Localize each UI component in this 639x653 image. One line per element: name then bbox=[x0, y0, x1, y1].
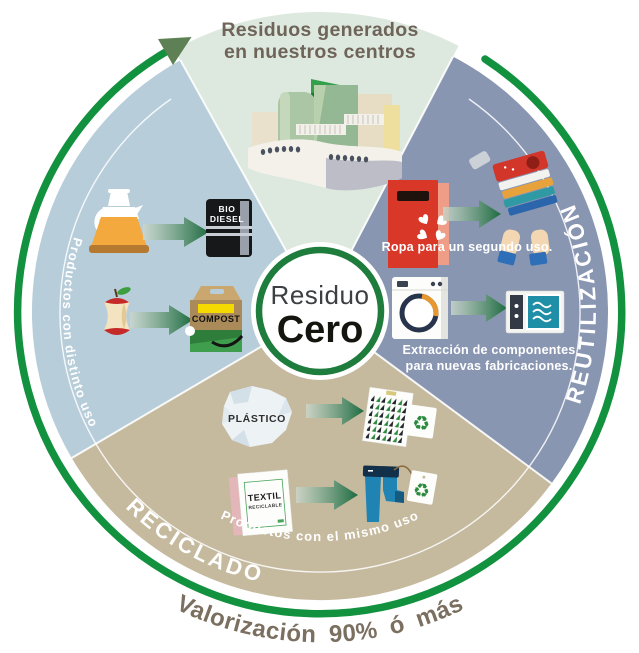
arrow-textile-to-jeans bbox=[296, 480, 358, 510]
arrow-machine-to-microwave bbox=[451, 294, 507, 322]
right-section: Ropa para un segundo uso. Extracción d bbox=[382, 150, 598, 407]
oil-jug-icon bbox=[89, 189, 149, 253]
washing-machine-icon bbox=[392, 277, 448, 339]
badge-line2: Cero bbox=[277, 309, 364, 351]
biodiesel-barrel-icon: BIO DIESEL bbox=[206, 199, 252, 257]
biodiesel-label-line1: BIO bbox=[219, 204, 236, 214]
apple-core-icon bbox=[104, 287, 131, 335]
donation-box-icon bbox=[388, 180, 449, 268]
extraccion-caption-line2: para nuevas fabricaciones. bbox=[406, 359, 573, 373]
ring-arrowhead-icon bbox=[158, 37, 192, 65]
arrow-plastic-to-hangers bbox=[306, 397, 364, 425]
extraccion-caption-line1: Extracción de componentes bbox=[403, 343, 576, 357]
store-building-icon bbox=[248, 79, 402, 191]
center-badge: Residuo Cero bbox=[251, 242, 389, 380]
top-title-line2: en nuestros centros bbox=[224, 41, 416, 63]
folded-clothes-icon bbox=[469, 150, 558, 266]
biodiesel-label-line2: DIESEL bbox=[210, 214, 244, 224]
compost-bag-icon: COMPOST bbox=[185, 286, 244, 352]
textile-label-line1: TEXTIL bbox=[247, 490, 281, 503]
top-section: Residuos generados en nuestros centros bbox=[221, 19, 418, 191]
recycle-tag-icon: ♻ bbox=[406, 470, 438, 505]
jeans-icon bbox=[362, 465, 413, 522]
recycle-tag-icon: ♻ bbox=[406, 404, 437, 439]
cycle-ring bbox=[13, 37, 626, 618]
plastic-label: PLÁSTICO bbox=[228, 412, 286, 425]
textile-label-line2: RECICLABLE bbox=[248, 502, 283, 511]
microwave-icon bbox=[505, 290, 565, 334]
hanger-sheet-icon bbox=[362, 386, 414, 448]
wedges bbox=[31, 12, 609, 601]
badge-line1: Residuo bbox=[271, 280, 370, 310]
wedge-bottom bbox=[71, 312, 552, 601]
ring-arc bbox=[13, 46, 626, 618]
compost-label: COMPOST bbox=[192, 314, 240, 324]
hands-icon bbox=[497, 229, 550, 266]
recycle-symbol: ♻ bbox=[411, 479, 432, 504]
arrow-apple-to-compost bbox=[130, 305, 193, 335]
plastic-bag-icon: PLÁSTICO bbox=[222, 386, 292, 447]
inner-band-arc bbox=[59, 98, 581, 573]
recycle-symbol: ♻ bbox=[411, 410, 432, 436]
ropa-caption: Ropa para un segundo uso. bbox=[382, 240, 553, 254]
arrow-box-to-clothes bbox=[443, 200, 501, 228]
top-title-line1: Residuos generados bbox=[221, 19, 418, 41]
arrow-oil-to-biodiesel bbox=[143, 217, 209, 247]
building-windows bbox=[260, 146, 369, 163]
textile-box-icon: TEXTIL RECICLABLE bbox=[228, 469, 293, 537]
wedge-left bbox=[31, 60, 320, 458]
